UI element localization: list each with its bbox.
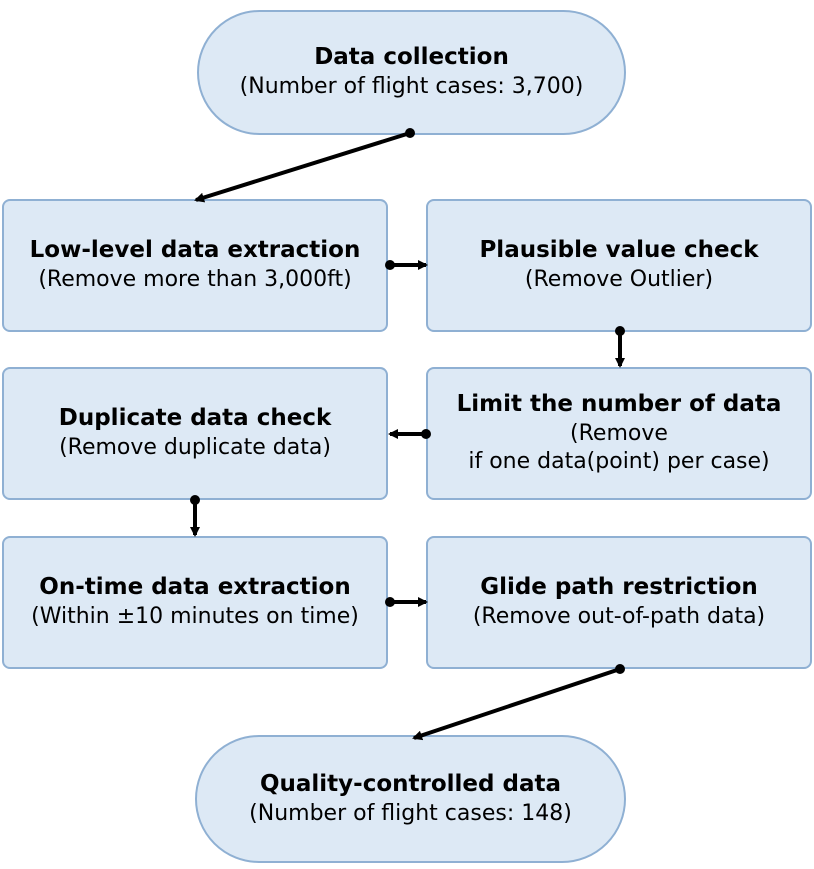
plausible-value-check-subtitle: (Remove Outlier)	[524, 267, 714, 293]
quality-controlled-data-subtitle: (Number of flight cases: 148)	[249, 800, 572, 826]
low-level-extraction-subtitle: (Remove more than 3,000ft)	[38, 267, 352, 293]
duplicate-data-check-subtitle: (Remove duplicate data)	[59, 435, 331, 461]
on-time-extraction-title: On-time data extraction	[39, 574, 351, 601]
limit-number-of-data-subtitle: (Remove if one data(point) per case)	[468, 420, 770, 475]
quality-controlled-data-title: Quality-controlled data	[259, 770, 562, 797]
arrow-duplicate-to-on-time	[190, 495, 200, 537]
on-time-extraction-subtitle: (Within ±10 minutes on time)	[31, 604, 359, 630]
plausible-value-check-node: Plausible value check (Remove Outlier)	[426, 199, 812, 332]
data-collection-subtitle: (Number of flight cases: 3,700)	[239, 74, 584, 100]
data-collection-title: Data collection	[314, 44, 509, 71]
quality-controlled-data-node: Quality-controlled data (Number of fligh…	[195, 735, 626, 863]
arrow-low-level-to-plausible	[385, 260, 428, 270]
arrow-collection-to-low-level	[194, 128, 415, 203]
limit-number-of-data-title: Limit the number of data	[456, 390, 782, 417]
plausible-value-check-title: Plausible value check	[479, 237, 759, 264]
on-time-extraction-node: On-time data extraction (Within ±10 minu…	[2, 536, 388, 669]
arrow-plausible-to-limit	[615, 326, 625, 368]
glide-path-restriction-subtitle: (Remove out-of-path data)	[472, 604, 766, 630]
low-level-extraction-title: Low-level data extraction	[29, 237, 361, 264]
limit-number-of-data-node: Limit the number of data (Remove if one …	[426, 367, 812, 500]
duplicate-data-check-node: Duplicate data check (Remove duplicate d…	[2, 367, 388, 500]
duplicate-data-check-title: Duplicate data check	[58, 405, 332, 432]
arrow-on-time-to-glide-path	[385, 597, 428, 607]
glide-path-restriction-node: Glide path restriction (Remove out-of-pa…	[426, 536, 812, 669]
arrow-glide-path-to-quality	[412, 664, 625, 741]
low-level-extraction-node: Low-level data extraction (Remove more t…	[2, 199, 388, 332]
data-collection-node: Data collection (Number of flight cases:…	[197, 10, 626, 135]
arrow-limit-to-duplicate	[388, 429, 431, 439]
glide-path-restriction-title: Glide path restriction	[480, 574, 758, 601]
